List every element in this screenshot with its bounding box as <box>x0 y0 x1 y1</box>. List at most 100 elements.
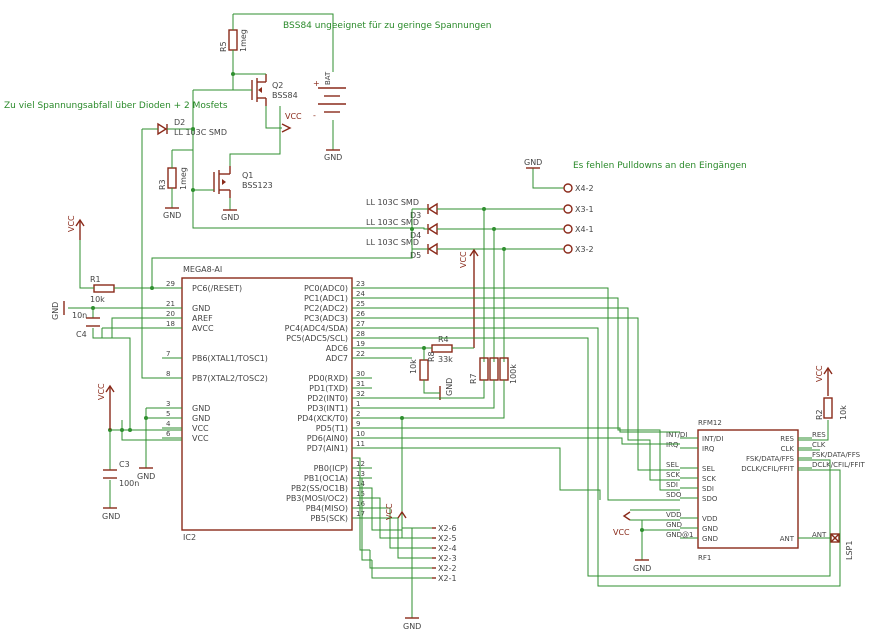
gnd-bat: GND <box>324 149 342 162</box>
note-diodes: Zu viel Spannungsabfall über Dioden + 2 … <box>4 101 228 111</box>
connector-pin <box>563 204 573 214</box>
r3-value: 1meg <box>179 167 188 190</box>
gnd-q1-label: GND <box>221 213 239 222</box>
r8-value: 10k <box>409 359 418 374</box>
ic-pin-name: AREF <box>192 314 213 323</box>
rfm-pin-name: INT/DI <box>702 435 723 443</box>
ic-pin-name: PB1(OC1A) <box>304 474 348 483</box>
ic-pin-number: 9 <box>356 420 360 428</box>
d2-ref: D2 <box>174 118 185 127</box>
rfm-net-label: INT/DI <box>666 431 687 439</box>
ic-pin-name: PB5(SCK) <box>310 514 348 523</box>
rfm-net-label: SEL <box>666 461 679 469</box>
ic-pin-name: PD0(RXD) <box>308 374 348 383</box>
connector-pin-label: X4-2 <box>575 184 594 193</box>
vcc-rfm: VCC <box>613 511 631 537</box>
ic-pin-number: 18 <box>166 320 175 328</box>
d5-ref: D5 <box>410 251 421 260</box>
ic-pin-number: 3 <box>166 400 170 408</box>
ic-pin-name: PD2(INT0) <box>307 394 348 403</box>
note-pulldowns: Es fehlen Pulldowns an den Eingängen <box>573 161 747 171</box>
mosfet-q1: Q1 BSS123 <box>213 166 273 198</box>
c4-ref: C4 <box>76 330 87 339</box>
ic-pin-name: GND <box>192 304 210 313</box>
ic-pin-name: PD1(TXD) <box>309 384 348 393</box>
d3-value: LL 103C SMD <box>366 198 419 207</box>
d4-ref: D4 <box>410 231 421 240</box>
ic-pin-name: PB3(MOSI/OC2) <box>286 494 348 503</box>
rfm-name: RFM12 <box>698 419 722 427</box>
rfm-left-pins: INT/DIINT/DIIRQIRQSELSELSCKSCKSDISDISDOS… <box>666 431 723 543</box>
vcc-r2: VCC <box>815 365 833 396</box>
ic-pin-name: ADC7 <box>326 354 348 363</box>
rfm-pin-name: DCLK/CFIL/FFIT <box>741 465 794 473</box>
r3-ref: R3 <box>158 179 167 190</box>
gnd-ic: GND <box>137 467 155 481</box>
ic-pin-number: 23 <box>356 280 365 288</box>
ic-right-pins: 23PC0(ADC0)24PC1(ADC1)25PC2(ADC2)26PC3(A… <box>285 280 372 523</box>
ic-pin-number: 26 <box>356 310 365 318</box>
ic-pin-name: PC1(ADC1) <box>304 294 348 303</box>
q1-value: BSS123 <box>242 181 273 190</box>
q2-ref: Q2 <box>272 81 283 90</box>
wires-left <box>68 240 182 508</box>
gnd-left: GND <box>51 301 65 320</box>
ic-pin-name: PD5(T1) <box>316 424 348 433</box>
gnd-x4-label: GND <box>524 158 542 167</box>
ic-name: MEGA8-AI <box>183 265 222 274</box>
note-bss84: BSS84 ungeeignet für zu geringe Spannung… <box>283 21 492 31</box>
ic-pin-name: PD6(AIN0) <box>307 434 348 443</box>
ic-pin-number: 27 <box>356 320 365 328</box>
d3-ref: D3 <box>410 211 421 220</box>
ic-pin-name: PC4(ADC4/SDA) <box>285 324 348 333</box>
rfm-pin-name: VDD <box>702 515 718 523</box>
ic-pin-number: 16 <box>356 500 365 508</box>
rfm-net-label: CLK <box>812 441 826 449</box>
q1-ref: Q1 <box>242 171 253 180</box>
vcc-r1: VCC <box>67 215 85 240</box>
ic-pin-number: 8 <box>166 370 170 378</box>
ic-pin-name: AVCC <box>192 324 214 333</box>
battery: + - BAT <box>313 71 346 120</box>
connector-pin-label: X4-1 <box>575 225 594 234</box>
gnd-bat-label: GND <box>324 153 342 162</box>
bat-pos: + <box>313 79 320 88</box>
wires-top <box>141 13 420 379</box>
rfm-pin-name: SCK <box>702 475 716 483</box>
rfm-net-label: VDD <box>666 511 682 519</box>
rfm-net-label: FSK/DATA/FFS <box>812 451 861 459</box>
gnd-r3-label: GND <box>163 211 181 220</box>
gnd-r8: GND <box>439 378 454 400</box>
vcc-r1-label: VCC <box>67 215 76 232</box>
rfm-net-label: RES <box>812 431 826 439</box>
rfm-net-label: IRQ <box>666 441 679 449</box>
capacitor-c3: C3 100n <box>103 460 139 488</box>
r4-value: 33k <box>438 355 453 364</box>
rfm-pin-name: FSK/DATA/FFS <box>746 455 795 463</box>
connector-pin-label: X3-1 <box>575 205 594 214</box>
gnd-rfm-label: GND <box>633 564 651 573</box>
ic-ref: IC2 <box>183 533 196 542</box>
r1-ref: R1 <box>90 275 101 284</box>
ic-pin-name: PD4(XCK/T0) <box>297 414 348 423</box>
r1-value: 10k <box>90 295 105 304</box>
resistor-r8: R8 10k <box>409 351 436 381</box>
ic-pin-number: 25 <box>356 300 365 308</box>
rfm-pin-name: RES <box>780 435 794 443</box>
vcc-adc-label: VCC <box>459 251 468 268</box>
rfm-pin-name: SDO <box>702 495 718 503</box>
wires-bus <box>352 287 841 618</box>
gnd-x2: GND <box>403 617 421 631</box>
r5-ref: R5 <box>219 41 228 52</box>
connector-pin-label: X2-1 <box>438 574 457 583</box>
gnd-left-label: GND <box>51 302 60 320</box>
vcc-c3-label: VCC <box>97 383 106 400</box>
ic-pin-name: PB6(XTAL1/TOSC1) <box>192 354 268 363</box>
vcc-adc: VCC <box>459 248 479 348</box>
rfm-net-label: SDO <box>666 491 682 499</box>
ic-pin-number: 1 <box>356 400 360 408</box>
antenna-lsp1: LSP1 <box>830 533 854 560</box>
d5-value: LL 103C SMD <box>366 238 419 247</box>
